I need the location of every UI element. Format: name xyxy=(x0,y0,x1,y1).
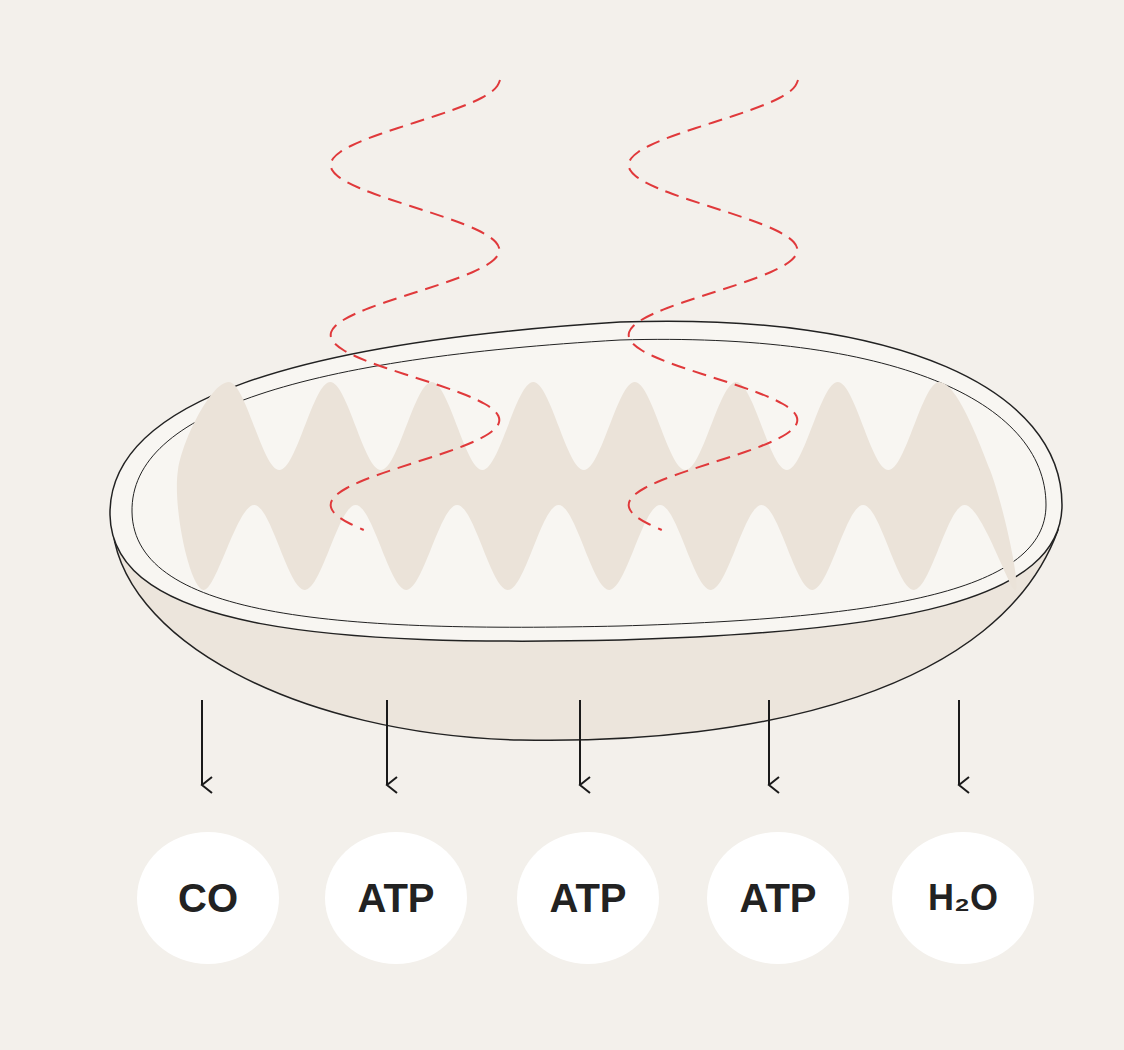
arrow xyxy=(201,700,203,785)
product-label: ATP xyxy=(357,876,434,921)
heat-waves xyxy=(331,80,798,530)
product-circle: ATP xyxy=(325,832,467,964)
arrow xyxy=(958,700,960,785)
outer-membrane xyxy=(110,321,1062,641)
heat-wave xyxy=(629,80,798,530)
product-circle: ATP xyxy=(707,832,849,964)
product-circle: H₂O xyxy=(892,832,1034,964)
product-circle: CO xyxy=(137,832,279,964)
arrow xyxy=(579,700,581,785)
output-arrows xyxy=(202,700,959,785)
cristae xyxy=(177,382,1017,590)
product-label: ATP xyxy=(739,876,816,921)
heat-wave xyxy=(331,80,500,530)
product-circle: ATP xyxy=(517,832,659,964)
product-label: H₂O xyxy=(928,877,998,919)
arrow xyxy=(386,700,388,785)
arrow xyxy=(768,700,770,785)
product-label: ATP xyxy=(549,876,626,921)
inner-membrane xyxy=(132,339,1046,627)
product-label: CO xyxy=(178,876,238,921)
